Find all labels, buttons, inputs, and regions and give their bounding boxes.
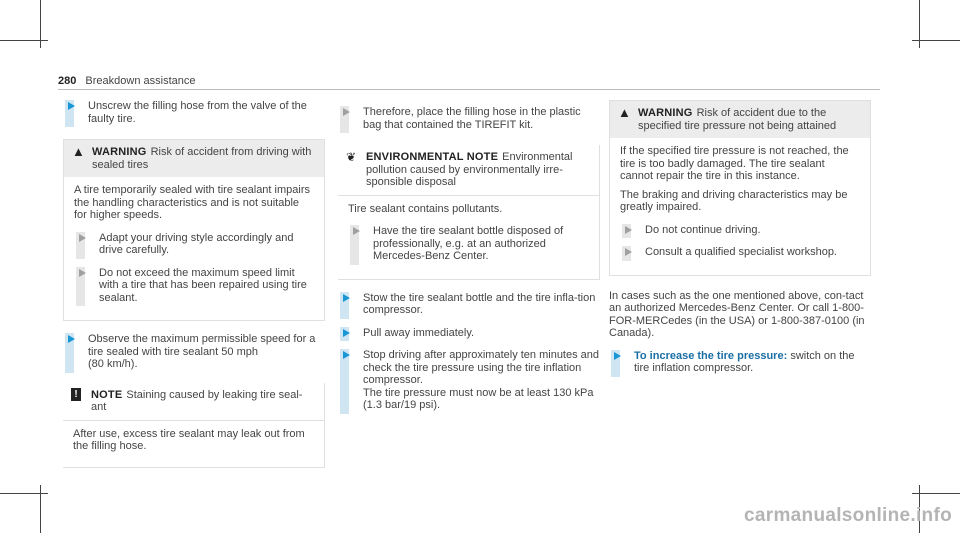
warning-title: Risk of accident from driving with seale…	[92, 146, 312, 171]
exclamation-icon: !	[71, 387, 81, 401]
step-text: Stop driving after approximately ten min…	[363, 349, 600, 411]
step-text: Have the tire sealant bottle disposed of…	[373, 225, 564, 262]
instruction-step: Pull away immediately.	[338, 326, 600, 341]
step-text: switch on the tire inflation compressor.	[634, 349, 855, 375]
column-1: Unscrew the filling hose from the valve …	[63, 100, 325, 480]
warning-text: If the specified tire pressure is not re…	[620, 145, 849, 182]
watermark-logo: carmanualsonline.info	[744, 505, 952, 526]
step-text: Observe the maximum permissible speed fo…	[88, 333, 316, 370]
warning-keyword: WARNING	[92, 146, 147, 158]
note-keyword: NOTE	[91, 388, 123, 401]
crop-mark	[912, 40, 960, 41]
crop-mark	[40, 0, 41, 48]
crop-mark	[0, 493, 48, 494]
warning-text: A tire temporarily sealed with tire seal…	[74, 184, 310, 221]
step-text: Pull away immediately.	[363, 326, 475, 339]
step-text: Adapt your driving style accordingly and…	[99, 231, 294, 257]
warning-body: A tire temporarily sealed with tire seal…	[64, 177, 324, 320]
step-arrow-icon	[614, 351, 621, 360]
warning-triangle-icon: ▲	[72, 144, 85, 159]
instruction-step: Stop driving after approximately ten min…	[338, 349, 600, 413]
instruction-step: Stow the tire sealant bottle and the tir…	[338, 291, 600, 319]
step-arrow-icon	[343, 108, 350, 116]
environmental-note-step: Have the tire sealant bottle disposed of…	[348, 225, 589, 264]
warning-body: If the specified tire pressure is not re…	[610, 138, 870, 275]
note-text: After use, excess tire sealant may leak …	[73, 427, 305, 453]
warning-text: The braking and driving characteristics …	[620, 188, 848, 214]
warning-step: Consult a qualified specialist workshop.	[620, 246, 860, 260]
step-arrow-icon	[625, 225, 632, 234]
instruction-step: Therefore, place the filling hose in the…	[338, 106, 600, 133]
page-header: 280 Breakdown assistance	[58, 75, 195, 87]
step-arrow-icon	[343, 328, 350, 337]
column-2: Therefore, place the filling hose in the…	[338, 100, 600, 420]
environmental-note-body: Tire sealant contains pollutants. Have t…	[338, 196, 599, 279]
instruction-step: To increase the tire pressure: switch on…	[609, 349, 871, 377]
warning-step: Do not continue driving.	[620, 223, 860, 238]
step-text: Do not continue driving.	[645, 223, 761, 236]
step-text: Consult a qualified specialist workshop.	[645, 246, 837, 258]
warning-step: Do not exceed the maximum speed limit wi…	[74, 266, 314, 306]
crop-mark	[919, 0, 920, 48]
step-arrow-icon	[68, 335, 75, 343]
leaf-icon: ❦	[346, 150, 357, 164]
crop-mark	[0, 40, 48, 41]
contact-paragraph: In cases such as the one mentioned above…	[609, 289, 865, 340]
instruction-step: Observe the maximum permissible speed fo…	[63, 333, 325, 372]
environmental-note-text: Tire sealant contains pollutants.	[348, 202, 503, 215]
environmental-note-keyword: ENVIRONMENTAL NOTE	[366, 151, 499, 163]
step-text: Stow the tire sealant bottle and the tir…	[363, 291, 596, 317]
warning-keyword: WARNING	[638, 107, 693, 119]
crop-mark	[919, 485, 920, 533]
step-text: Therefore, place the filling hose in the…	[363, 106, 581, 131]
environmental-note-title: Environmental pollution caused by enviro…	[366, 151, 573, 188]
step-arrow-icon	[353, 227, 360, 235]
step-arrow-icon	[79, 233, 86, 242]
step-text: Unscrew the filling hose from the valve …	[88, 100, 307, 125]
header-divider	[58, 89, 880, 90]
crop-mark	[912, 493, 960, 494]
warning-step: Adapt your driving style accordingly and…	[74, 231, 314, 259]
step-arrow-icon	[343, 351, 350, 359]
warning-title: Risk of accident due to the specified ti…	[638, 107, 837, 132]
instruction-step: Unscrew the filling hose from the valve …	[63, 100, 325, 127]
crop-mark	[40, 485, 41, 533]
warning-triangle-icon: ▲	[618, 105, 631, 120]
step-arrow-icon	[343, 293, 350, 302]
step-text: Do not exceed the maximum speed limit wi…	[99, 266, 307, 304]
step-arrow-icon	[625, 248, 632, 256]
step-heading: To increase the tire pressure:	[634, 349, 788, 362]
page-number: 280	[58, 75, 77, 87]
step-arrow-icon	[68, 102, 75, 110]
step-arrow-icon	[79, 268, 86, 277]
note-title: Staining caused by leaking tire seal-ant	[91, 388, 303, 414]
section-title: Breakdown assistance	[85, 75, 196, 87]
note-body: After use, excess tire sealant may leak …	[63, 419, 324, 467]
